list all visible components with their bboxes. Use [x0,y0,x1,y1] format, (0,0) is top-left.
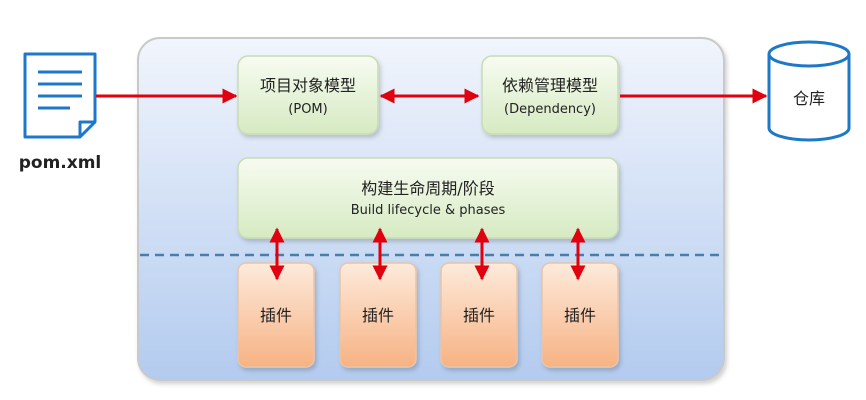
plugin-label: 插件 [463,306,495,325]
plugin-label: 插件 [362,306,394,325]
project-object-model-box: 项目对象模型 (POM) [237,55,379,135]
build-lifecycle-box: 构建生命周期/阶段 Build lifecycle & phases [237,157,619,239]
lifecycle-subtitle: Build lifecycle & phases [351,203,506,218]
plugin-box: 插件 [339,262,417,368]
dependency-model-box: 依赖管理模型 (Dependency) [481,55,619,135]
plugin-box: 插件 [440,262,518,368]
project-model-subtitle: (POM) [288,102,327,117]
dependency-model-subtitle: (Dependency) [504,102,596,117]
plugin-label: 插件 [260,306,292,325]
pom-file-label: pom.xml [19,153,102,173]
lifecycle-title: 构建生命周期/阶段 [361,179,494,198]
plugin-label: 插件 [564,306,596,325]
plugin-box: 插件 [541,262,619,368]
document-icon [23,52,97,139]
repository-label: 仓库 [793,89,825,108]
dependency-model-title: 依赖管理模型 [502,76,598,95]
database-cylinder-icon [767,40,851,142]
project-model-title: 项目对象模型 [260,76,356,95]
